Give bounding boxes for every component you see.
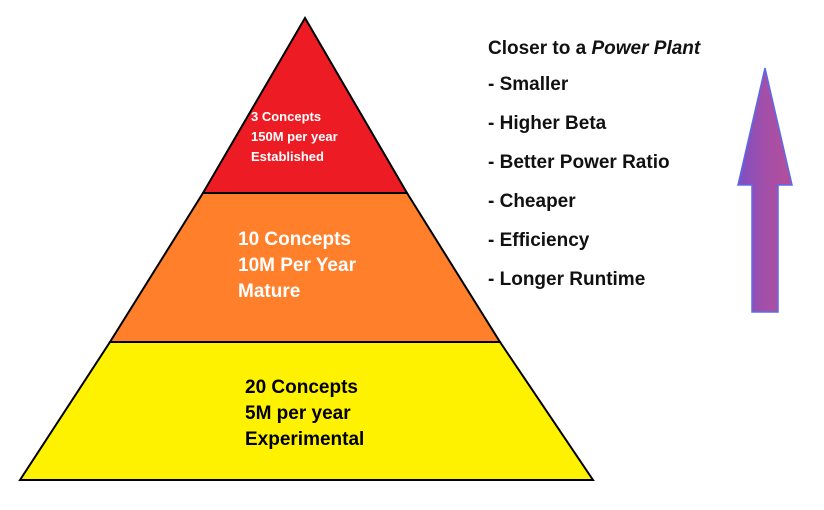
legend-title: Closer to a Power Plant [488,38,700,60]
legend-item-better-power-ratio: - Better Power Ratio [488,152,670,173]
legend-title-prefix: Closer to a [488,38,592,59]
tier-top-text: 3 Concepts 150M per year Established [251,109,341,164]
legend-item-higher-beta: - Higher Beta [488,113,607,134]
legend-item-longer-runtime: - Longer Runtime [488,269,646,290]
tier-middle-line-2: 10M Per Year [238,255,357,276]
pyramid-tier-bottom [18,341,595,481]
legend-item-efficiency: - Efficiency [488,230,590,251]
tier-top-line-2: 150M per year [251,129,338,144]
legend-item-cheaper: - Cheaper [488,191,576,212]
tier-bottom-line-2: 5M per year [245,403,351,424]
pyramid-tier-top [201,16,409,194]
legend-panel: Closer to a Power Plant - Smaller - High… [488,38,700,308]
tier-top-line-1: 3 Concepts [251,109,321,124]
up-arrow-icon [737,67,793,313]
tier-bottom-text: 20 Concepts 5M per year Experimental [245,377,364,450]
legend-item-smaller: - Smaller [488,74,569,95]
tier-bottom-line-1: 20 Concepts [245,377,358,398]
legend-list: - Smaller - Higher Beta - Better Power R… [488,74,700,291]
tier-middle-line-1: 10 Concepts [238,229,351,250]
tier-middle-text: 10 Concepts 10M Per Year Mature [238,229,361,302]
tier-top-line-3: Established [251,149,324,164]
tier-middle-line-3: Mature [238,281,300,302]
tier-bottom-line-3: Experimental [245,429,364,450]
legend-title-emphasis: Power Plant [591,38,701,59]
